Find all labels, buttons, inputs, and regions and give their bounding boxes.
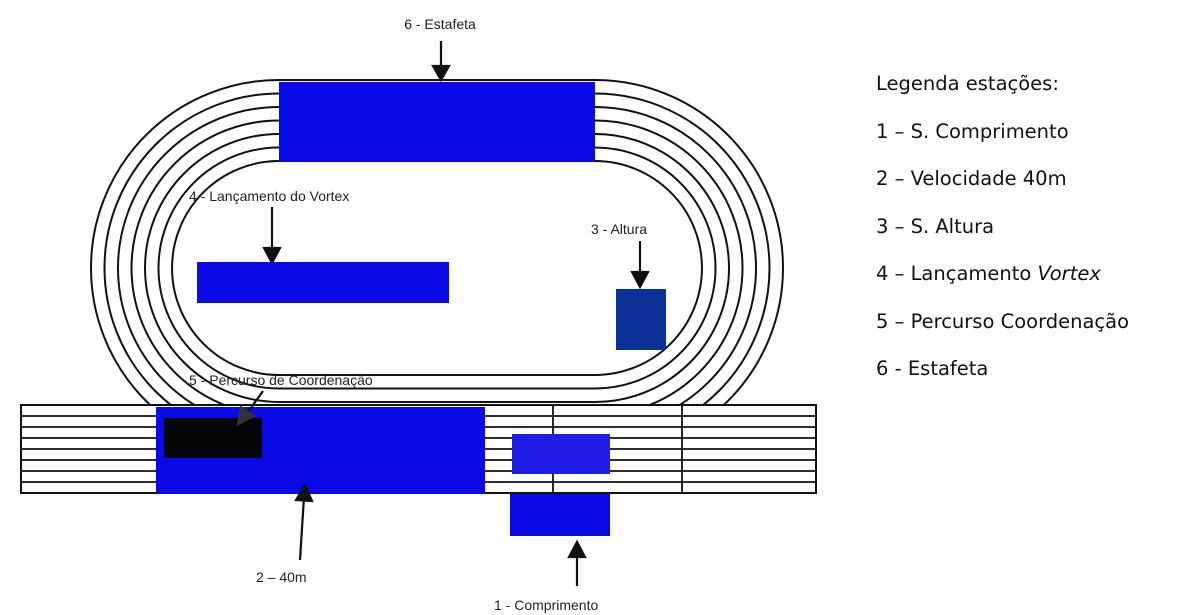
arrows bbox=[236, 41, 650, 586]
station-estafeta-zone bbox=[279, 82, 595, 162]
legend-title: Legenda estações: bbox=[876, 72, 1059, 95]
legend-item-number: 1 – bbox=[876, 119, 911, 143]
station-comprimento-pit bbox=[510, 494, 610, 536]
legend-item-number: 4 – bbox=[876, 262, 911, 285]
label-velocidade: 2 – 40m bbox=[256, 569, 307, 585]
legend-item-text: Percurso Coordenação bbox=[910, 309, 1130, 333]
track-lane-line bbox=[144, 133, 730, 403]
legend-item: 3 – S. Altura bbox=[876, 213, 1196, 241]
station-vortex-zone bbox=[197, 262, 449, 303]
legend-item-italic: Vortex bbox=[1037, 262, 1101, 285]
legend: Legenda estações: 1 – S. Comprimento 2 –… bbox=[876, 70, 1196, 403]
station-altura-zone bbox=[616, 289, 666, 350]
legend-item: 6 - Estafeta bbox=[876, 355, 1196, 383]
legend-item-number: 2 – bbox=[876, 167, 911, 190]
legend-item-text: S. Comprimento bbox=[910, 119, 1069, 143]
legend-item: 5 – Percurso Coordenação bbox=[876, 308, 1196, 336]
legend-item-text: Estafeta bbox=[907, 357, 989, 380]
track-lane-line bbox=[157, 146, 717, 390]
legend-item-number: 3 – bbox=[876, 214, 911, 238]
station-comprimento-runway bbox=[512, 434, 610, 474]
label-altura: 3 - Altura bbox=[591, 221, 647, 237]
legend-item-text: Lançamento bbox=[910, 262, 1038, 285]
legend-item-number: 5 – bbox=[876, 309, 911, 333]
label-vortex: 4 - Lançamento do Vortex bbox=[189, 188, 349, 204]
track-lane-line bbox=[171, 160, 703, 376]
label-estafeta: 6 - Estafeta bbox=[404, 16, 476, 32]
legend-item: 4 – Lançamento Vortex bbox=[876, 260, 1196, 288]
label-coordenacao: 5 - Percurso de Coordenação bbox=[189, 372, 373, 388]
station-coordenacao-zone bbox=[164, 418, 262, 458]
label-comprimento: 1 - Comprimento bbox=[494, 597, 598, 613]
legend-item-text: S. Altura bbox=[910, 214, 995, 238]
legend-item: 2 – Velocidade 40m bbox=[876, 165, 1196, 193]
legend-item: 1 – S. Comprimento bbox=[876, 118, 1196, 146]
legend-item-text: Velocidade 40m bbox=[910, 167, 1067, 190]
legend-item-number: 6 - bbox=[876, 357, 908, 380]
